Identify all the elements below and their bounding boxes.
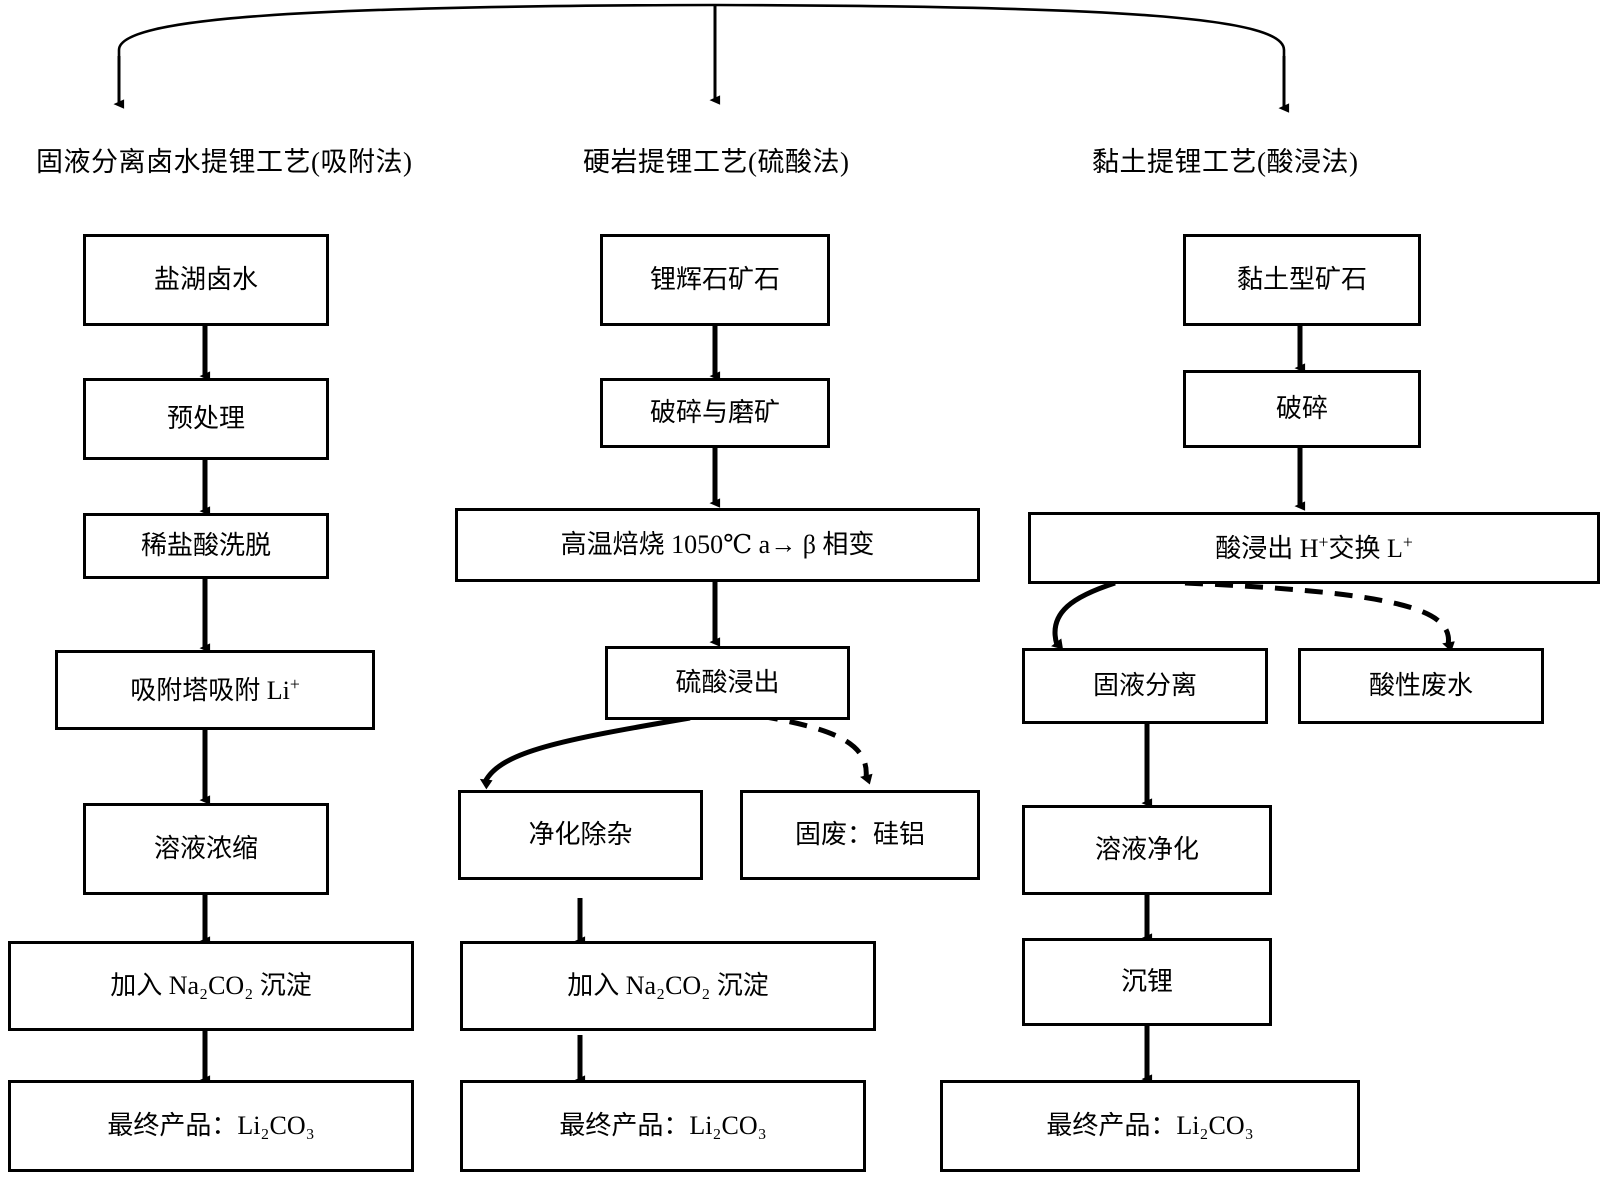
node-solution-concentration[interactable]: 溶液浓缩 xyxy=(83,803,329,895)
node-label: 锂辉石矿石 xyxy=(649,265,780,295)
top-distribution-arc xyxy=(113,3,1290,113)
node-label: 破碎 xyxy=(1275,394,1328,424)
node-pretreatment[interactable]: 预处理 xyxy=(83,378,329,460)
node-lithium-precipitation[interactable]: 沉锂 xyxy=(1022,938,1272,1026)
node-add-na2co2[interactable]: 加入 Na₂CO₂ 沉淀 xyxy=(460,941,876,1031)
node-purification[interactable]: 净化除杂 xyxy=(458,790,703,880)
node-solid-waste[interactable]: 固废：硅铝 xyxy=(740,790,980,880)
node-label: 固液分离 xyxy=(1092,671,1197,701)
node-label: 溶液浓缩 xyxy=(153,834,258,864)
node-adsorption-tower[interactable]: 吸附塔吸附 Li+ xyxy=(55,650,375,730)
node-label: 稀盐酸洗脱 xyxy=(140,531,271,561)
node-label: 加入 Na₂CO₂ 沉淀 xyxy=(567,971,769,1001)
node-label: 最终产品：Li₂CO₃ xyxy=(107,1111,315,1141)
column-title-brine: 固液分离卤水提锂工艺(吸附法) xyxy=(36,147,413,177)
node-label: 加入 Na₂CO₂ 沉淀 xyxy=(110,971,312,1001)
node-label: 酸浸出 H+交换 L+ xyxy=(1215,531,1413,564)
node-label: 高温焙烧 1050℃ a→ β 相变 xyxy=(560,530,875,560)
node-label: 溶液净化 xyxy=(1094,835,1199,865)
node-label: 沉锂 xyxy=(1120,967,1173,997)
node-brine-source[interactable]: 盐湖卤水 xyxy=(83,234,329,326)
node-add-na2co2[interactable]: 加入 Na₂CO₂ 沉淀 xyxy=(8,941,414,1031)
node-sulfuric-acid-leaching[interactable]: 硫酸浸出 xyxy=(605,646,850,720)
node-label: 最终产品：Li₂CO₃ xyxy=(1046,1111,1254,1141)
node-label: 固废：硅铝 xyxy=(794,820,925,850)
node-dilute-hcl-elution[interactable]: 稀盐酸洗脱 xyxy=(83,513,329,579)
column-title-hardrock: 硬岩提锂工艺(硫酸法) xyxy=(583,147,850,177)
node-label: 硫酸浸出 xyxy=(675,668,780,698)
node-label: 最终产品：Li₂CO₃ xyxy=(559,1111,767,1141)
node-solid-liquid-separation[interactable]: 固液分离 xyxy=(1022,648,1268,724)
node-final-product[interactable]: 最终产品：Li₂CO₃ xyxy=(940,1080,1360,1172)
column-title-clay: 黏土提锂工艺(酸浸法) xyxy=(1092,147,1359,177)
node-label: 酸性废水 xyxy=(1368,671,1473,701)
node-label: 破碎与磨矿 xyxy=(649,398,780,428)
node-label: 预处理 xyxy=(166,404,245,434)
node-label: 黏土型矿石 xyxy=(1236,265,1367,295)
node-solution-purification[interactable]: 溶液净化 xyxy=(1022,805,1272,895)
node-clay-ore[interactable]: 黏土型矿石 xyxy=(1183,234,1421,326)
node-label: 吸附塔吸附 Li+ xyxy=(130,673,300,706)
node-final-product[interactable]: 最终产品：Li₂CO₃ xyxy=(8,1080,414,1172)
node-acid-leaching[interactable]: 酸浸出 H+交换 L+ xyxy=(1028,512,1600,584)
node-crushing[interactable]: 破碎 xyxy=(1183,370,1421,448)
node-final-product[interactable]: 最终产品：Li₂CO₃ xyxy=(460,1080,866,1172)
node-spodumene-ore[interactable]: 锂辉石矿石 xyxy=(600,234,830,326)
node-crush-and-grind[interactable]: 破碎与磨矿 xyxy=(600,378,830,448)
node-label: 净化除杂 xyxy=(528,820,633,850)
node-high-temp-roasting[interactable]: 高温焙烧 1050℃ a→ β 相变 xyxy=(455,508,980,582)
node-label: 盐湖卤水 xyxy=(153,265,258,295)
node-acidic-wastewater[interactable]: 酸性废水 xyxy=(1298,648,1544,724)
